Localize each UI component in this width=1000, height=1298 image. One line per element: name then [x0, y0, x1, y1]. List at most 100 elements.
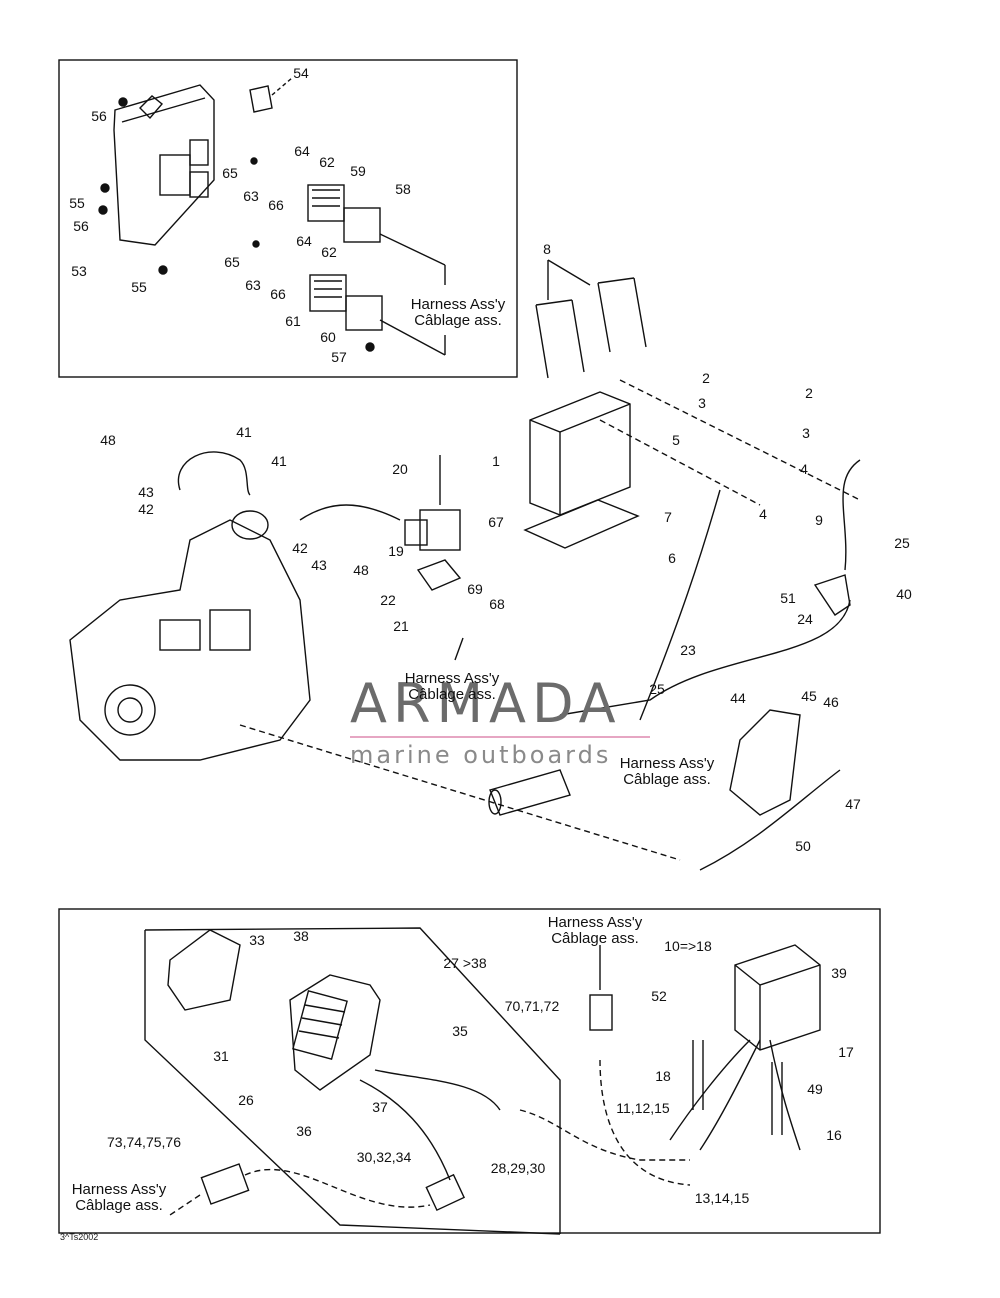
part-label-p64a: 64: [294, 143, 310, 159]
relay-bracket: [813, 574, 851, 616]
part-54: [249, 85, 273, 113]
part-label-p46: 46: [823, 694, 839, 710]
part-label-p20: 20: [392, 461, 408, 477]
harness-note-line2: Câblage ass.: [75, 1197, 163, 1214]
battery: [529, 391, 631, 516]
part-label-p54: 54: [293, 65, 309, 81]
part-label-p44: 44: [730, 690, 746, 706]
part-label-p53: 53: [71, 263, 87, 279]
part-label-p4b: 4: [759, 506, 767, 522]
part-label-p4a: 4: [800, 461, 808, 477]
part-label-p52: 52: [651, 988, 667, 1004]
ecu-module: [113, 84, 215, 246]
part-label-p55a: 55: [69, 195, 85, 211]
part-label-p50: 50: [795, 838, 811, 854]
part-label-p65b: 65: [224, 254, 240, 270]
part-label-p2a: 2: [702, 370, 710, 386]
harness-note-line1: Harness Ass'y: [619, 755, 715, 772]
harness-note-line1: Harness Ass'y: [547, 914, 643, 931]
part-label-p65a: 65: [222, 165, 238, 181]
drawing-code: 3^Ts2002: [60, 1232, 99, 1242]
stator-assembly: [289, 974, 381, 1091]
watermark-brand: ARMADA: [350, 672, 622, 735]
part-label-p17: 17: [838, 1044, 854, 1060]
cable-9: [842, 459, 861, 571]
regulator-upper: [307, 184, 381, 243]
part-label-p58: 58: [395, 181, 411, 197]
battery-strap-right: [597, 277, 647, 353]
part-label-p13: 13,14,15: [694, 1190, 750, 1206]
part-label-p23: 23: [680, 642, 696, 658]
part-label-p30: 30,32,34: [356, 1149, 412, 1165]
part-label-p26: 26: [238, 1092, 254, 1108]
part-label-p48b: 48: [353, 562, 369, 578]
engine-block: [69, 510, 311, 761]
part-label-p41a: 41: [236, 424, 252, 440]
part-label-p6: 6: [668, 550, 676, 566]
part-label-p38: 38: [293, 928, 309, 944]
connector-70: [589, 994, 613, 1031]
part-label-p40: 40: [896, 586, 912, 602]
part-label-p45: 45: [801, 688, 817, 704]
part-label-p8: 8: [543, 241, 551, 257]
part-label-p2b: 2: [805, 385, 813, 401]
cdi-box: [734, 944, 821, 1051]
harness-note-line1: Harness Ass'y: [404, 670, 500, 687]
cdi-wires: [669, 1039, 801, 1151]
part-label-p47: 47: [845, 796, 861, 812]
watermark-line: [350, 736, 650, 738]
part-label-p62b: 62: [321, 244, 337, 260]
ignition-coil: [404, 455, 461, 551]
spark-wire-upper: [177, 451, 251, 496]
part-label-p56b: 56: [73, 218, 89, 234]
part-label-p67: 67: [488, 514, 504, 530]
part-label-p35: 35: [452, 1023, 468, 1039]
part-label-p66a: 66: [268, 197, 284, 213]
part-label-p63a: 63: [243, 188, 259, 204]
part-label-p21: 21: [393, 618, 409, 634]
part-label-p25a: 25: [894, 535, 910, 551]
hardware-fasteners: [98, 97, 375, 352]
sub-assembly-frame: [144, 927, 561, 1234]
part-label-p27: 27 >38: [443, 955, 487, 971]
cable-6: [639, 489, 721, 721]
part-label-p60: 60: [320, 329, 336, 345]
part-label-p3a: 3: [698, 395, 706, 411]
harness-note-line2: Câblage ass.: [414, 312, 502, 329]
part-label-p19: 19: [388, 543, 404, 559]
harness-37: [359, 1079, 451, 1181]
regulator-lower: [309, 274, 383, 331]
part-label-p1: 1: [492, 453, 500, 469]
part-label-p24: 24: [797, 611, 813, 627]
part-label-p51: 51: [780, 590, 796, 606]
spark-wire-lower: [299, 504, 401, 521]
harness-note-line1: Harness Ass'y: [410, 296, 506, 313]
cover-31: [167, 929, 241, 1011]
harness-note-line2: Câblage ass.: [623, 771, 711, 788]
part-label-p57: 57: [331, 349, 347, 365]
part-label-p68: 68: [489, 596, 505, 612]
inset-frame-top: [58, 59, 518, 378]
part-label-p18: 18: [655, 1068, 671, 1084]
inset-frame-bottom: [58, 908, 881, 1234]
part-label-p3b: 3: [802, 425, 810, 441]
watermark-tagline: marine outboards: [350, 741, 612, 769]
battery-tray: [523, 499, 640, 549]
harness-37b: [374, 1069, 501, 1111]
part-label-p42b: 42: [292, 540, 308, 556]
part-label-p69: 69: [467, 581, 483, 597]
harness-note-line2: Câblage ass.: [551, 930, 639, 947]
part-label-p41b: 41: [271, 453, 287, 469]
part-label-p43b: 43: [311, 557, 327, 573]
part-label-p5: 5: [672, 432, 680, 448]
part-label-p42a: 42: [138, 501, 154, 517]
part-label-p11: 11,12,15: [616, 1100, 670, 1116]
part-label-p36: 36: [296, 1123, 312, 1139]
part-label-p59: 59: [350, 163, 366, 179]
harness-note-line1: Harness Ass'y: [71, 1181, 167, 1198]
mount-bracket: [729, 709, 801, 816]
